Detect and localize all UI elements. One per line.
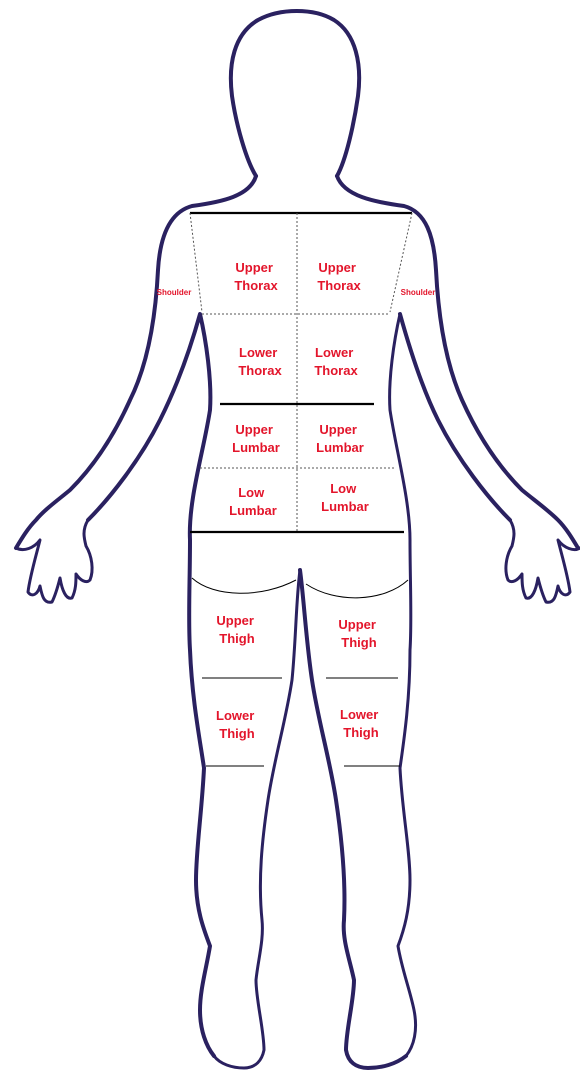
upper-lumbar-right-label: Upper Lumbar bbox=[316, 422, 364, 455]
right-shoulder-divider bbox=[390, 213, 412, 312]
upper-thorax-left-label: Upper Thorax bbox=[234, 260, 278, 293]
head-outline bbox=[231, 11, 359, 176]
region-dividers bbox=[190, 213, 412, 766]
right-foot bbox=[390, 314, 416, 1056]
left-arm-outer bbox=[16, 176, 256, 548]
left-buttock-curve bbox=[192, 578, 296, 593]
lower-thigh-left-label: Lower Thigh bbox=[216, 708, 258, 741]
lower-thorax-left-label: Lower Thorax bbox=[238, 345, 282, 378]
body-outline bbox=[16, 11, 580, 1068]
upper-thigh-left-label: Upper Thigh bbox=[216, 613, 257, 646]
shoulder-right-label: Shoulder bbox=[401, 288, 436, 297]
region-labels: Upper Thorax Upper Thorax Shoulder Shoul… bbox=[157, 260, 436, 741]
lower-thorax-right-label: Lower Thorax bbox=[314, 345, 358, 378]
upper-thigh-right-label: Upper Thigh bbox=[338, 617, 379, 650]
low-lumbar-right-label: Low Lumbar bbox=[321, 481, 369, 514]
right-arm-inner bbox=[400, 314, 510, 520]
upper-thorax-right-label: Upper Thorax bbox=[317, 260, 361, 293]
low-lumbar-left-label: Low Lumbar bbox=[229, 485, 277, 518]
left-arm-inner bbox=[88, 314, 214, 1056]
right-arm-outer bbox=[337, 176, 578, 548]
left-shoulder-divider bbox=[190, 213, 202, 312]
shoulder-left-label: Shoulder bbox=[157, 288, 192, 297]
lower-thigh-right-label: Lower Thigh bbox=[340, 707, 382, 740]
upper-lumbar-left-label: Upper Lumbar bbox=[232, 422, 280, 455]
right-buttock-curve bbox=[306, 580, 408, 598]
